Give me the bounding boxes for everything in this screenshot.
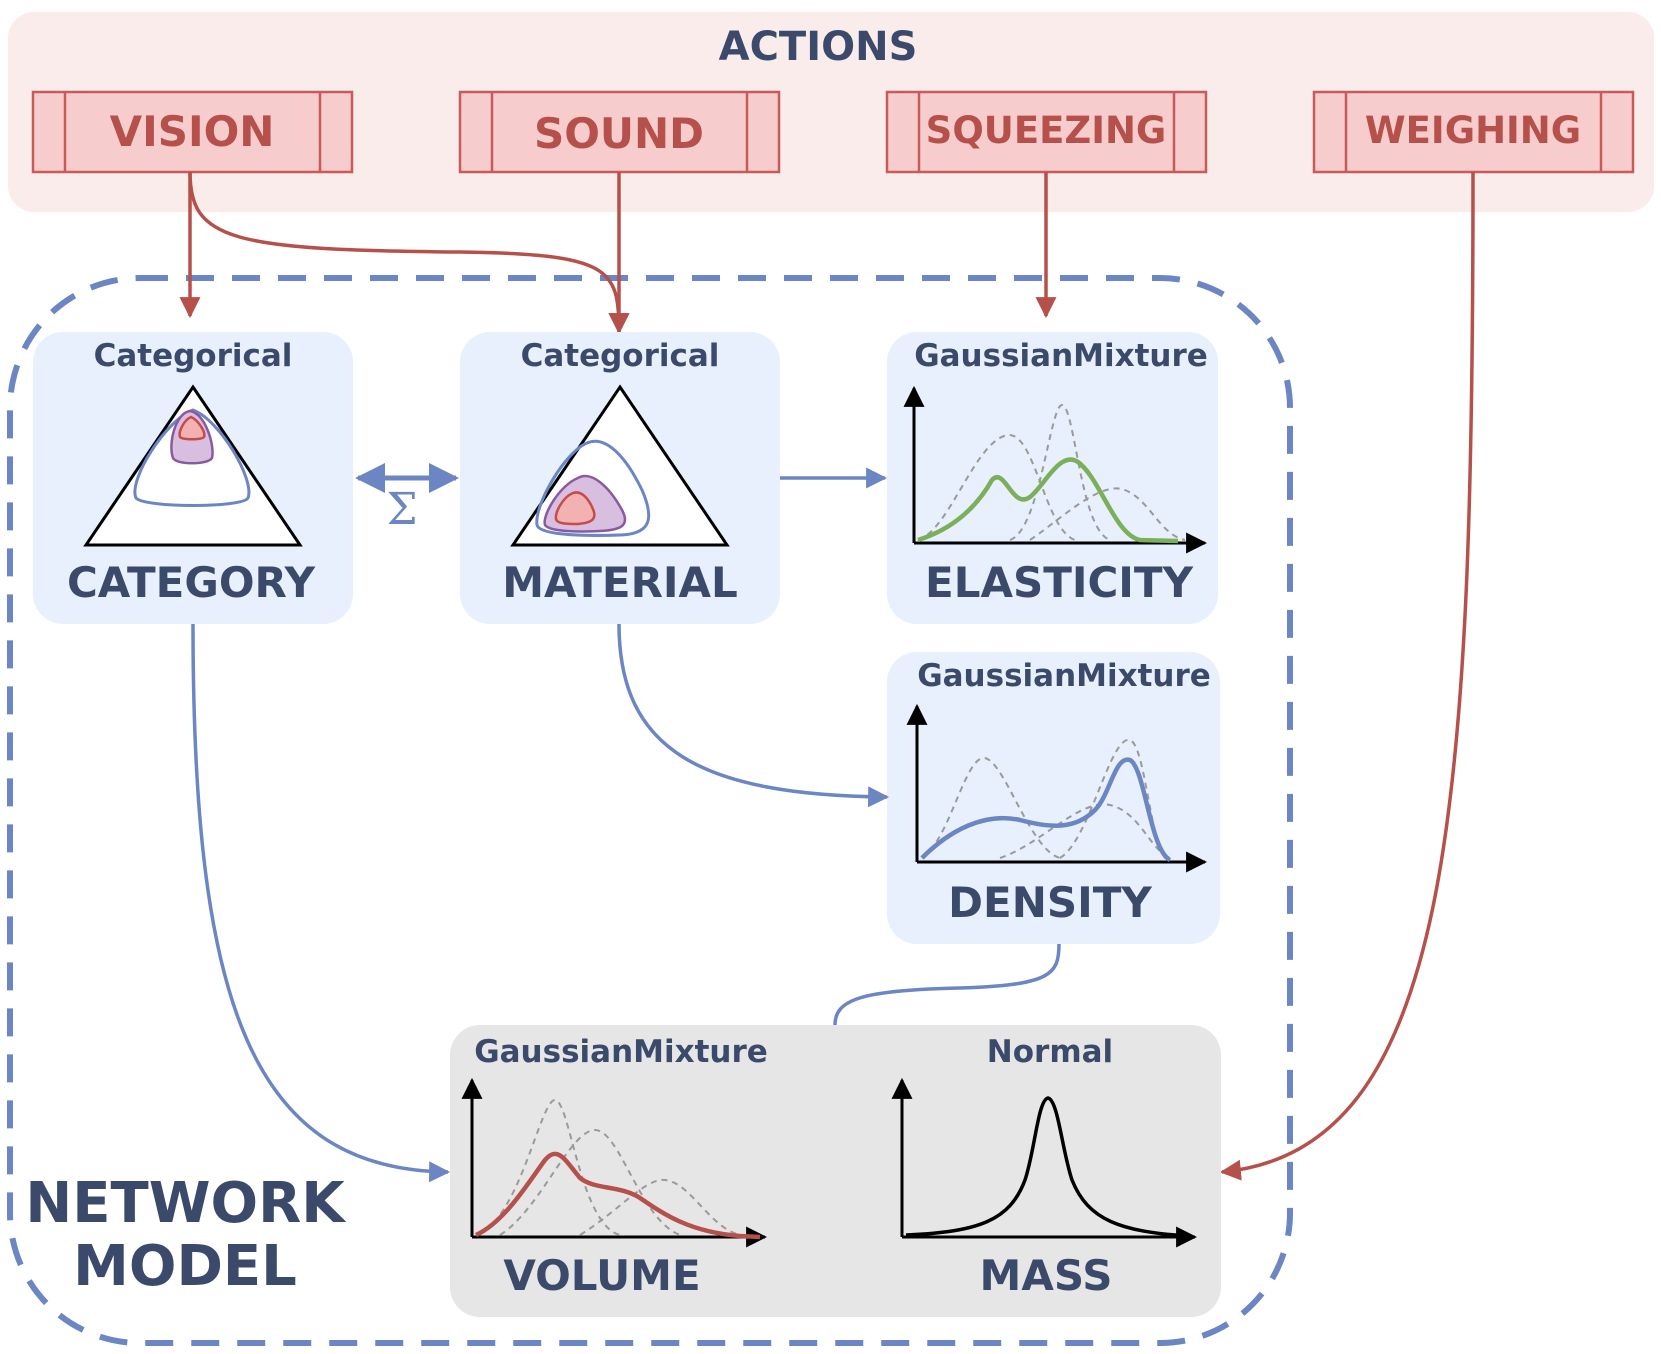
action-squeezing-label: SQUEEZING (926, 109, 1167, 152)
action-vision-label: VISION (110, 107, 275, 156)
category-label: CATEGORY (67, 558, 316, 607)
node-elasticity: GaussianMixture ELASTICITY (887, 332, 1218, 624)
arrow-weighing-mass (1219, 171, 1475, 1181)
network-model-boundary (7, 275, 1293, 1346)
sum-symbol: Σ (386, 484, 417, 535)
node-density: GaussianMixture DENSITY (887, 652, 1220, 944)
actions-title: ACTIONS (719, 24, 918, 70)
network-model-label-line2: MODEL (73, 1234, 297, 1299)
node-category: Categorical CATEGORY (33, 332, 353, 624)
output-panel (450, 1025, 1221, 1317)
action-weighing: WEIGHING (1312, 90, 1635, 174)
action-sound-label: SOUND (534, 109, 704, 158)
elasticity-distribution: GaussianMixture (914, 338, 1208, 374)
mass-distribution: Normal (987, 1034, 1113, 1070)
node-material: Categorical MATERIAL (460, 332, 780, 624)
mass-label: MASS (980, 1251, 1113, 1300)
volume-distribution: GaussianMixture (474, 1034, 768, 1070)
action-sound: SOUND (458, 90, 781, 174)
action-squeezing: SQUEEZING (885, 90, 1208, 174)
node-volume: GaussianMixture VOLUME (461, 1034, 768, 1300)
action-vision: VISION (31, 90, 354, 174)
network-model-label-line1: NETWORK (25, 1171, 347, 1236)
arrow-material-density (617, 623, 890, 808)
node-mass: Normal MASS (891, 1034, 1198, 1300)
material-label: MATERIAL (502, 558, 738, 607)
volume-label: VOLUME (503, 1251, 700, 1300)
density-distribution: GaussianMixture (917, 658, 1211, 694)
action-weighing-label: WEIGHING (1365, 109, 1581, 152)
elasticity-label: ELASTICITY (925, 558, 1194, 607)
material-distribution: Categorical (521, 338, 720, 374)
actions-panel (8, 12, 1654, 212)
link-density-output (833, 943, 1061, 1026)
arrow-vision-material (188, 171, 630, 335)
category-distribution: Categorical (94, 338, 293, 374)
arrow-category-volume (191, 623, 451, 1183)
density-label: DENSITY (948, 878, 1152, 927)
